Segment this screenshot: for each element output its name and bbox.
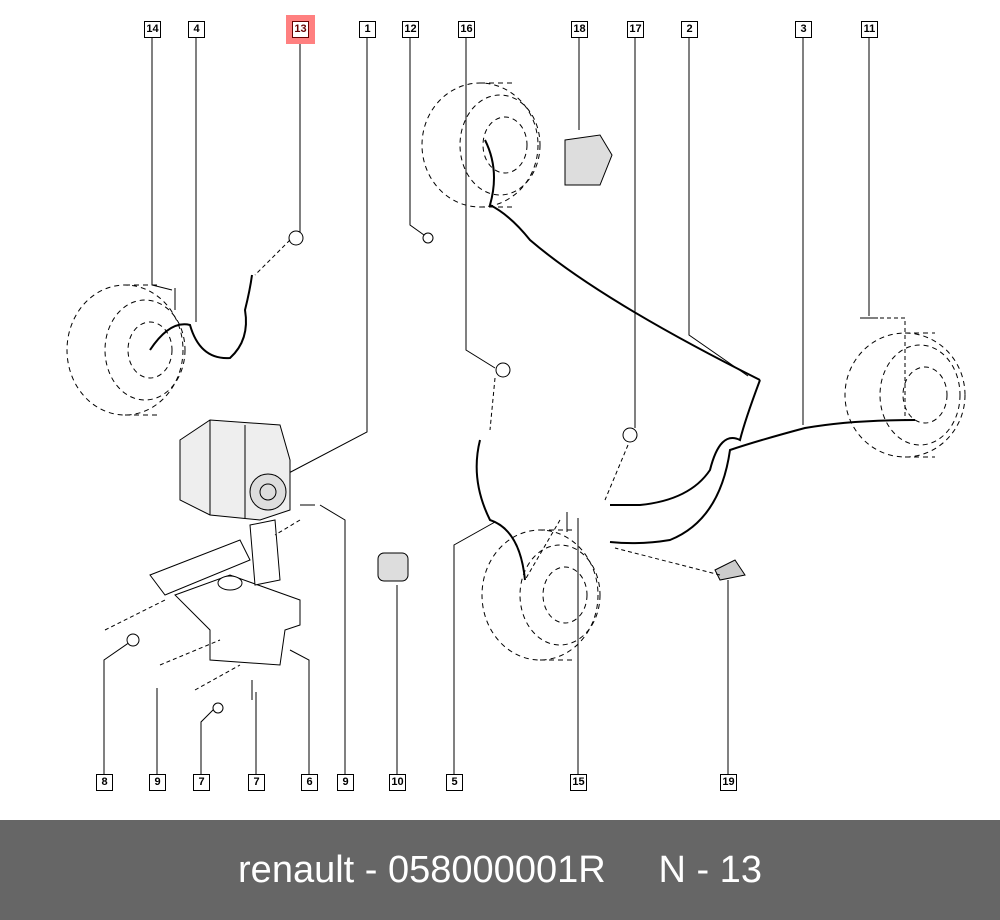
small-parts xyxy=(126,134,878,714)
callout-7[interactable]: 7 xyxy=(193,774,210,791)
sensor-cables xyxy=(149,139,916,581)
callout-8[interactable]: 8 xyxy=(96,774,113,791)
wheel-front-right xyxy=(421,82,541,208)
callout-17[interactable]: 17 xyxy=(627,21,644,38)
callout-5[interactable]: 5 xyxy=(446,774,463,791)
leader-lines xyxy=(103,37,870,774)
parts-diagram xyxy=(66,37,966,774)
wheel-rear-right xyxy=(844,332,966,458)
wheel-rear-left xyxy=(481,529,601,661)
callout-3[interactable]: 3 xyxy=(795,21,812,38)
reference-number: N - 13 xyxy=(658,848,762,891)
callout-18[interactable]: 18 xyxy=(571,21,588,38)
callout-10[interactable]: 10 xyxy=(389,774,406,791)
callout-16[interactable]: 16 xyxy=(458,21,475,38)
callout-19[interactable]: 19 xyxy=(720,774,737,791)
assembly-guides xyxy=(104,239,906,691)
callout-13-highlighted[interactable]: 13 xyxy=(292,21,309,38)
footer-caption: renault - 058000001R N - 13 xyxy=(0,820,1000,920)
brand: renault xyxy=(238,848,355,891)
part-number: 058000001R xyxy=(388,848,606,891)
callout-15[interactable]: 15 xyxy=(570,774,587,791)
callout-1[interactable]: 1 xyxy=(359,21,376,38)
callout-14[interactable]: 14 xyxy=(144,21,161,38)
mounting-bracket xyxy=(149,519,301,666)
callout-9[interactable]: 9 xyxy=(149,774,166,791)
callout-11[interactable]: 11 xyxy=(861,21,878,38)
wheel-front-left xyxy=(66,284,186,416)
abs-module xyxy=(179,419,291,521)
callout-2[interactable]: 2 xyxy=(681,21,698,38)
callout-12[interactable]: 12 xyxy=(402,21,419,38)
callout-6[interactable]: 6 xyxy=(301,774,318,791)
callout-9[interactable]: 9 xyxy=(337,774,354,791)
callout-7[interactable]: 7 xyxy=(248,774,265,791)
callout-4[interactable]: 4 xyxy=(188,21,205,38)
